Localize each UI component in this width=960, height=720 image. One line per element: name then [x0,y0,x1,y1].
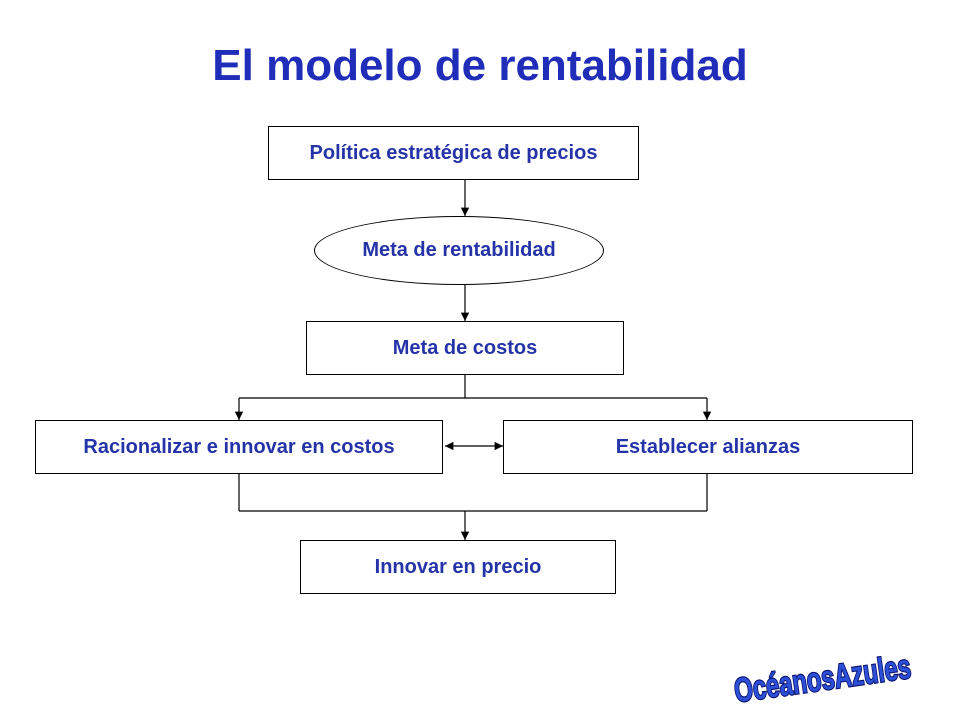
node-alliances-label: Establecer alianzas [615,435,801,458]
node-alliances: Establecer alianzas [503,420,913,474]
node-price-innovation-label: Innovar en precio [374,555,542,578]
node-cost-goal-label: Meta de costos [392,336,538,359]
node-price-innovation: Innovar en precio [300,540,616,594]
node-pricing-strategy: Política estratégica de precios [268,126,639,180]
svg-text:OcéanosAzules: OcéanosAzules [732,648,914,710]
node-profit-goal: Meta de rentabilidad [314,216,604,285]
node-pricing-strategy-label: Política estratégica de precios [309,141,598,164]
node-cost-goal: Meta de costos [306,321,624,375]
page-title: El modelo de rentabilidad [212,41,748,90]
node-rationalize-costs: Racionalizar e innovar en costos [35,420,443,474]
oceanos-azules-logo: OcéanosAzules [731,647,915,710]
node-rationalize-costs-label: Racionalizar e innovar en costos [83,435,395,458]
node-profit-goal-label: Meta de rentabilidad [362,239,556,261]
